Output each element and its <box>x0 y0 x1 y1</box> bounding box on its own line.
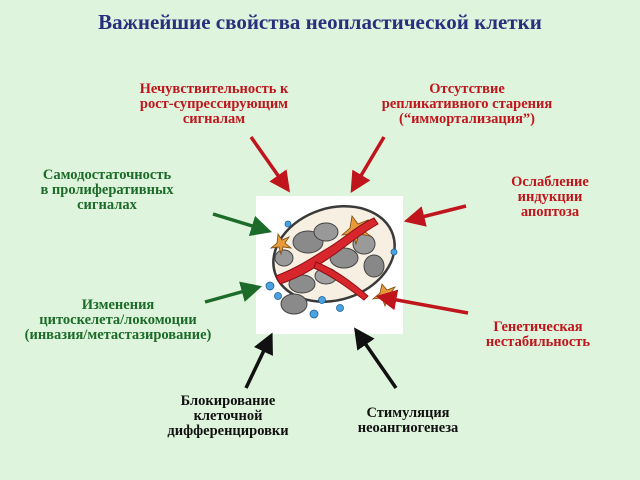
label-genetic-instability: Генетическая нестабильность <box>485 319 591 350</box>
label-cytoskeleton-changes: Изменения цитоскелета/локомоции (инвазия… <box>24 297 212 343</box>
arrow-immortality <box>350 136 386 194</box>
arrow-apoptosis <box>403 204 467 227</box>
label-differentiation-block: Блокирование клеточной дифференцировки <box>167 393 289 439</box>
label-proliferative-self-sufficiency: Самодостаточность в пролиферативных сигн… <box>40 167 174 213</box>
label-replicative-immortality: Отсутствие репликативного старения (“имм… <box>381 81 553 127</box>
arrow-differentiation <box>244 332 273 389</box>
arrow-growth-suppressor <box>249 135 291 193</box>
arrow-self-sufficiency <box>212 212 273 236</box>
arrow-cytoskeleton <box>204 281 263 304</box>
label-neoangiogenesis: Стимуляция неоангиогенеза <box>357 405 459 436</box>
arrow-genetic-instability <box>375 289 469 315</box>
arrow-neoangiogenesis <box>354 327 398 389</box>
label-growth-suppressor-insensitivity: Нечувствительность к рост-супрессирующим… <box>139 81 289 127</box>
page-title: Важнейшие свойства неопластической клетк… <box>98 10 542 34</box>
label-apoptosis-weakening: Ослабление индукции апоптоза <box>511 174 589 220</box>
